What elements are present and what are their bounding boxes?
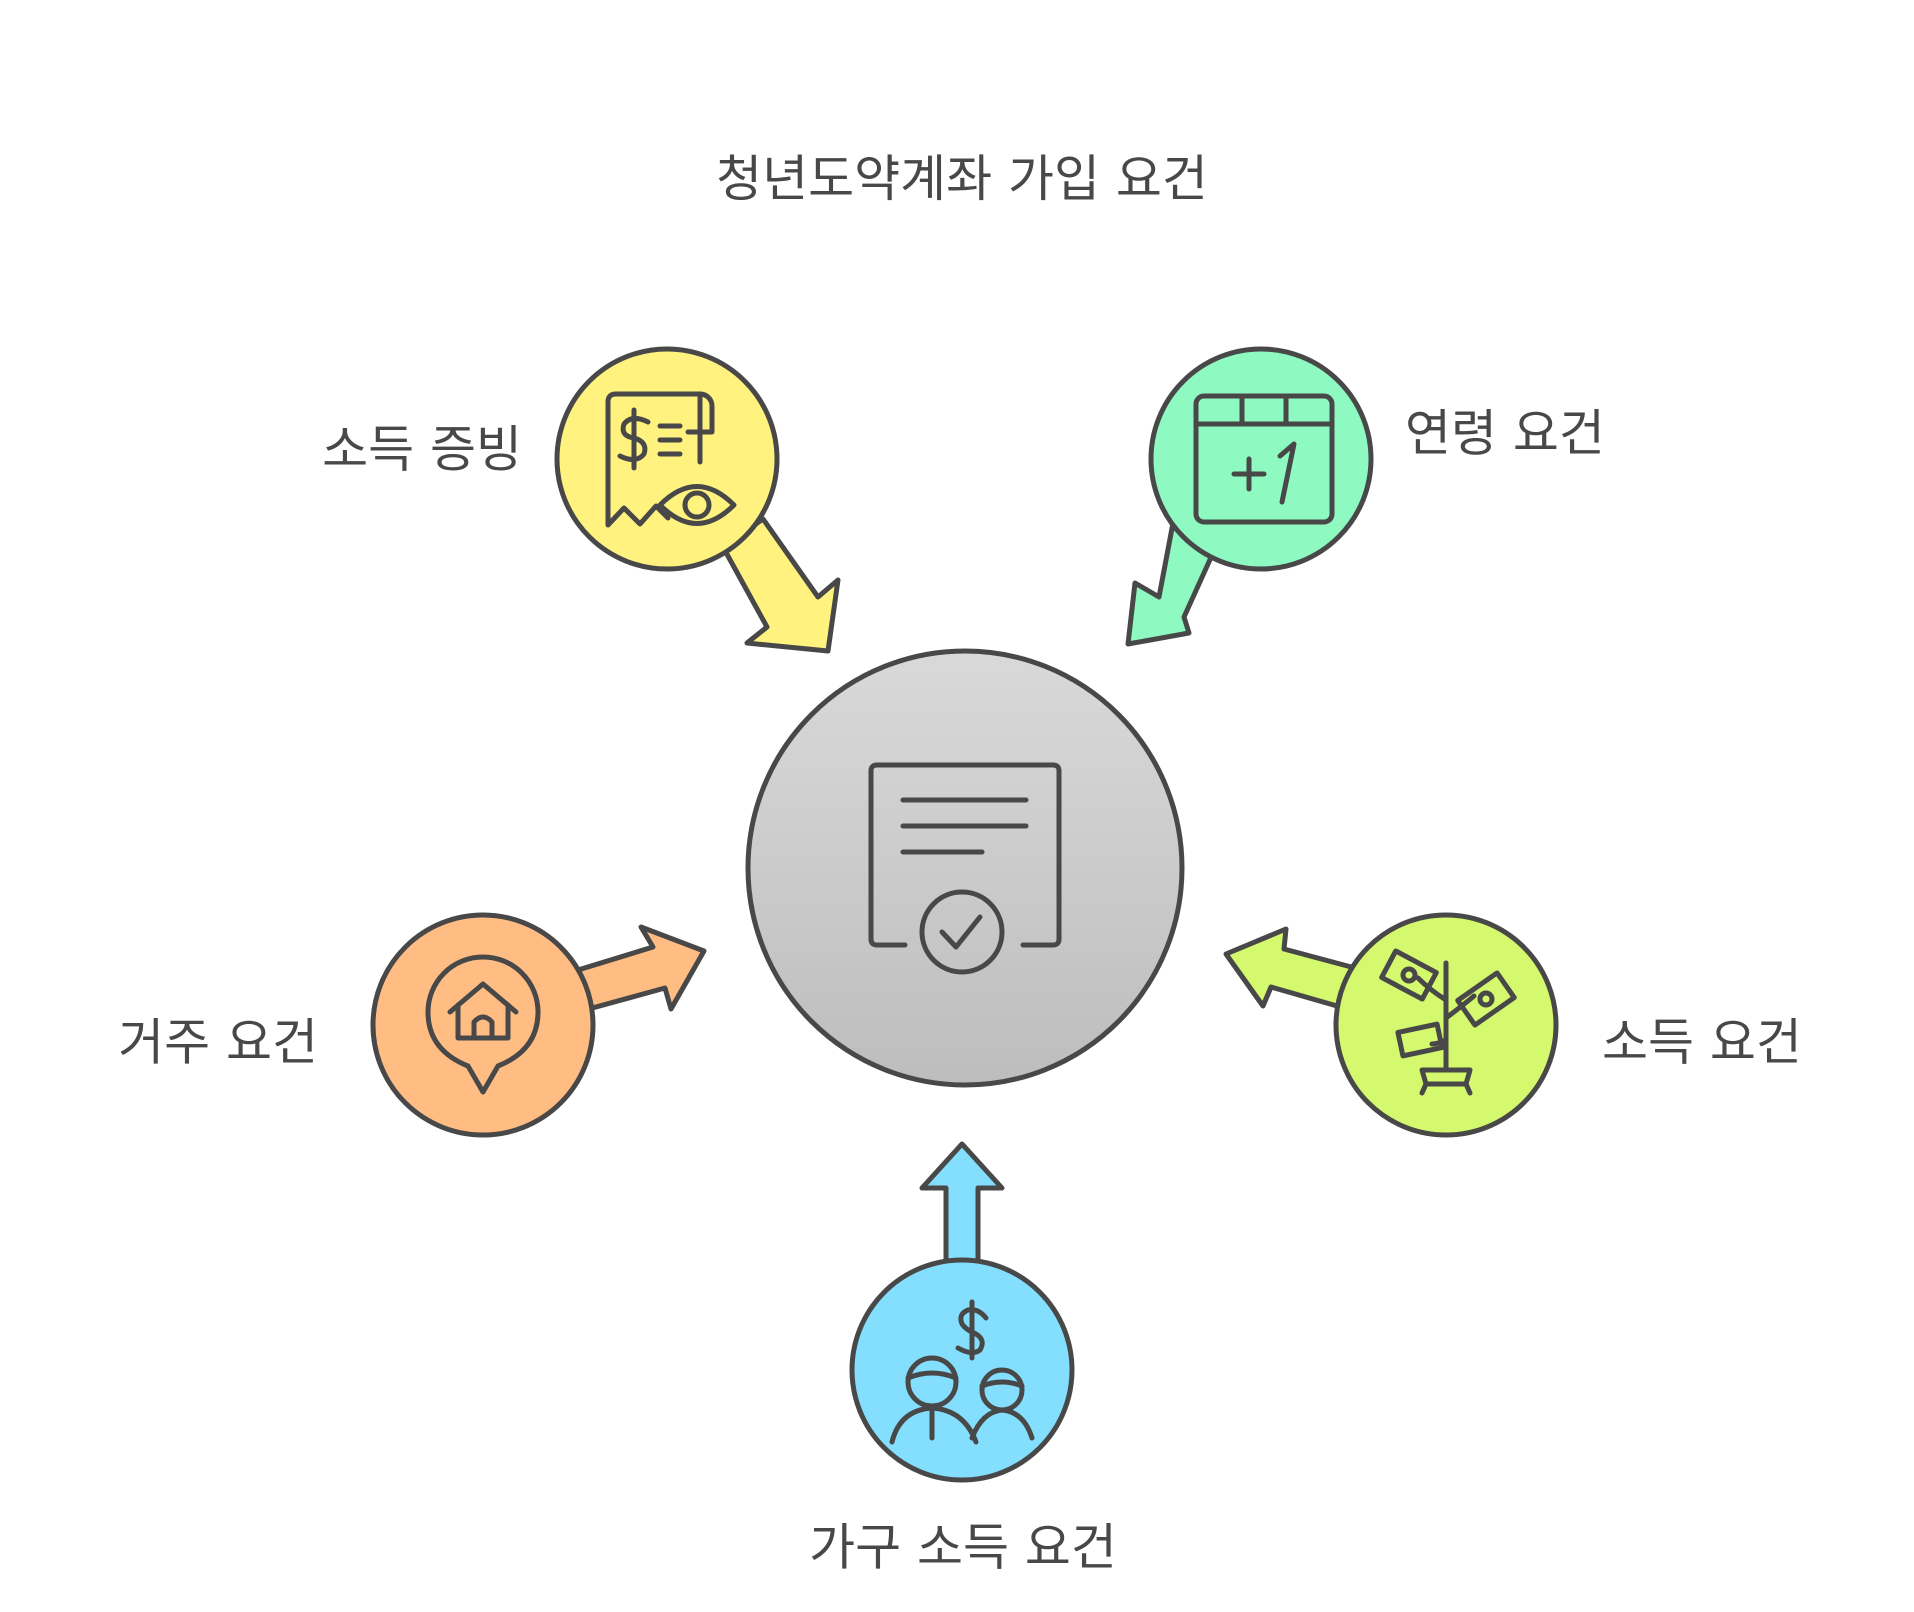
label-household-income: 가구 소득 요건 (809, 1519, 1117, 1577)
arrow-income (1223, 926, 1358, 1011)
circle-income-proof (554, 346, 780, 572)
label-income-proof: 소득 증빙 (322, 421, 522, 479)
circle-residence (370, 912, 596, 1138)
family-money-icon (889, 1299, 1035, 1445)
arrow-age (1125, 520, 1216, 647)
center-node (745, 648, 1185, 1088)
label-income: 소득 요건 (1602, 1014, 1802, 1072)
arrow-household-income (919, 1141, 1005, 1278)
node-income-proof: 소득 증빙 (322, 346, 841, 654)
home-pin-icon (425, 954, 541, 1095)
arrow-residence (575, 924, 707, 1013)
receipt-eye-icon (605, 391, 737, 528)
diagram-title: 청년도약계좌 가입 요건 (716, 150, 1208, 208)
circle-household-income (849, 1257, 1075, 1483)
node-household-income: 가구 소득 요건 (809, 1141, 1117, 1577)
money-plant-icon (1379, 948, 1517, 1096)
node-age: 연령 요건 (1125, 346, 1605, 647)
node-income: 소득 요건 (1223, 912, 1802, 1138)
arrow-income-proof (720, 516, 841, 654)
calendar-plus-one-icon (1193, 393, 1335, 525)
label-residence: 거주 요건 (118, 1014, 318, 1072)
circle-age (1148, 346, 1374, 572)
certificate-check-icon (868, 762, 1062, 975)
node-residence: 거주 요건 (118, 912, 707, 1138)
label-age: 연령 요건 (1405, 405, 1605, 463)
